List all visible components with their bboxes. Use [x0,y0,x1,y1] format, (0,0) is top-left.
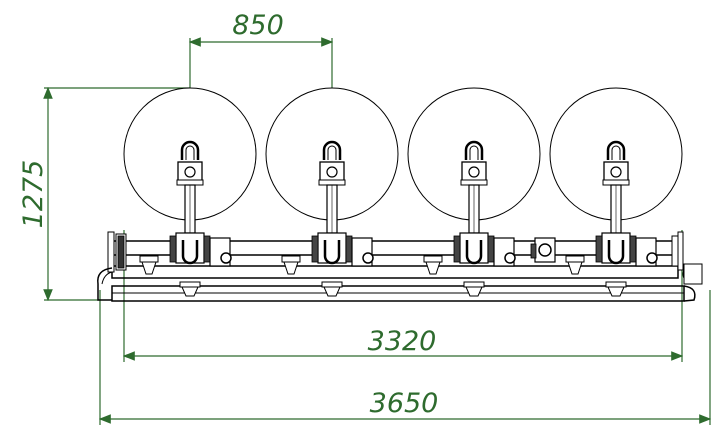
lower-valve-flange-right [203,235,211,263]
lower-valve-loop [181,240,199,265]
bottom-funnel [181,286,199,297]
vessel-assembly [123,87,257,297]
side-valve-wheel [646,252,658,264]
drain-funnel [567,261,583,275]
valve-disc [468,166,480,178]
middle-pipe [111,265,679,279]
lower-valve-flange-left [311,235,319,263]
vessel-assembly [265,87,399,297]
gauge-loop-inner [469,145,479,160]
lower-valve-flange-right [629,235,637,263]
dimension-inner-width-label: 3320 [368,326,437,357]
lower-valve-body [459,232,489,264]
valve-flange [602,179,630,186]
lower-valve-flange-left [595,235,603,263]
valve-flange [176,179,204,186]
right-elbow [683,285,696,302]
drain-collar [565,255,585,263]
lower-valve-loop [607,240,625,265]
left-elbow-inner [101,271,113,285]
bottom-funnel [323,286,341,297]
vessel-assembly [549,87,683,297]
bottom-funnel [465,286,483,297]
bottom-collar [463,281,485,288]
valve-disc [184,166,196,178]
left-end-flange-core [117,235,125,269]
dimension-spacing: 850 [188,10,334,150]
lower-valve-flange-right [487,235,495,263]
drain-collar [281,255,301,263]
lower-valve-loop [323,240,341,265]
drain-collar [139,255,159,263]
right-valve-body [683,263,703,285]
lower-valve-loop [465,240,483,265]
dimension-overall-width: 3650 [98,290,712,425]
bottom-collar [321,281,343,288]
drain-funnel [141,261,157,275]
left-end-flange [107,231,115,273]
gauge-loop-inner [327,145,337,160]
gauge-loop-inner [185,145,195,160]
lower-valve-flange-left [169,235,177,263]
right-end-flange [671,235,679,267]
lower-valve-body [317,232,347,264]
lower-valve-body [175,232,205,264]
bottom-collar [179,281,201,288]
gauge-loop [606,140,626,160]
valve-flange [460,179,488,186]
dimension-inner-width: 3320 [122,230,684,362]
gauge-loop [464,140,484,160]
side-valve-wheel [504,252,516,264]
bottom-funnel [607,286,625,297]
lower-valve-flange-right [345,235,353,263]
dimension-height: 1275 [18,86,190,302]
left-elbow [97,267,113,301]
gauge-loop [322,140,342,160]
side-valve-wheel [362,252,374,264]
gauge-loop-inner [611,145,621,160]
drain-collar [423,255,443,263]
dimension-height-label: 1275 [18,160,49,229]
side-valve-wheel [220,252,232,264]
lower-valve-flange-left [453,235,461,263]
manifold [97,231,703,302]
vessel-assembly [407,87,541,297]
bottom-collar [605,281,627,288]
inline-valve-flange [530,243,537,259]
drain-funnel [425,261,441,275]
valve-disc [326,166,338,178]
valve-flange [318,179,346,186]
drain-funnel [283,261,299,275]
dimension-overall-width-label: 3650 [370,388,439,419]
gauge-loop [180,140,200,160]
right-end-flange [677,231,684,271]
vessels-group [123,87,683,297]
lower-valve-body [601,232,631,264]
valve-disc [610,166,622,178]
dimension-spacing-label: 850 [232,10,284,41]
inline-valve-wheel [538,243,552,257]
